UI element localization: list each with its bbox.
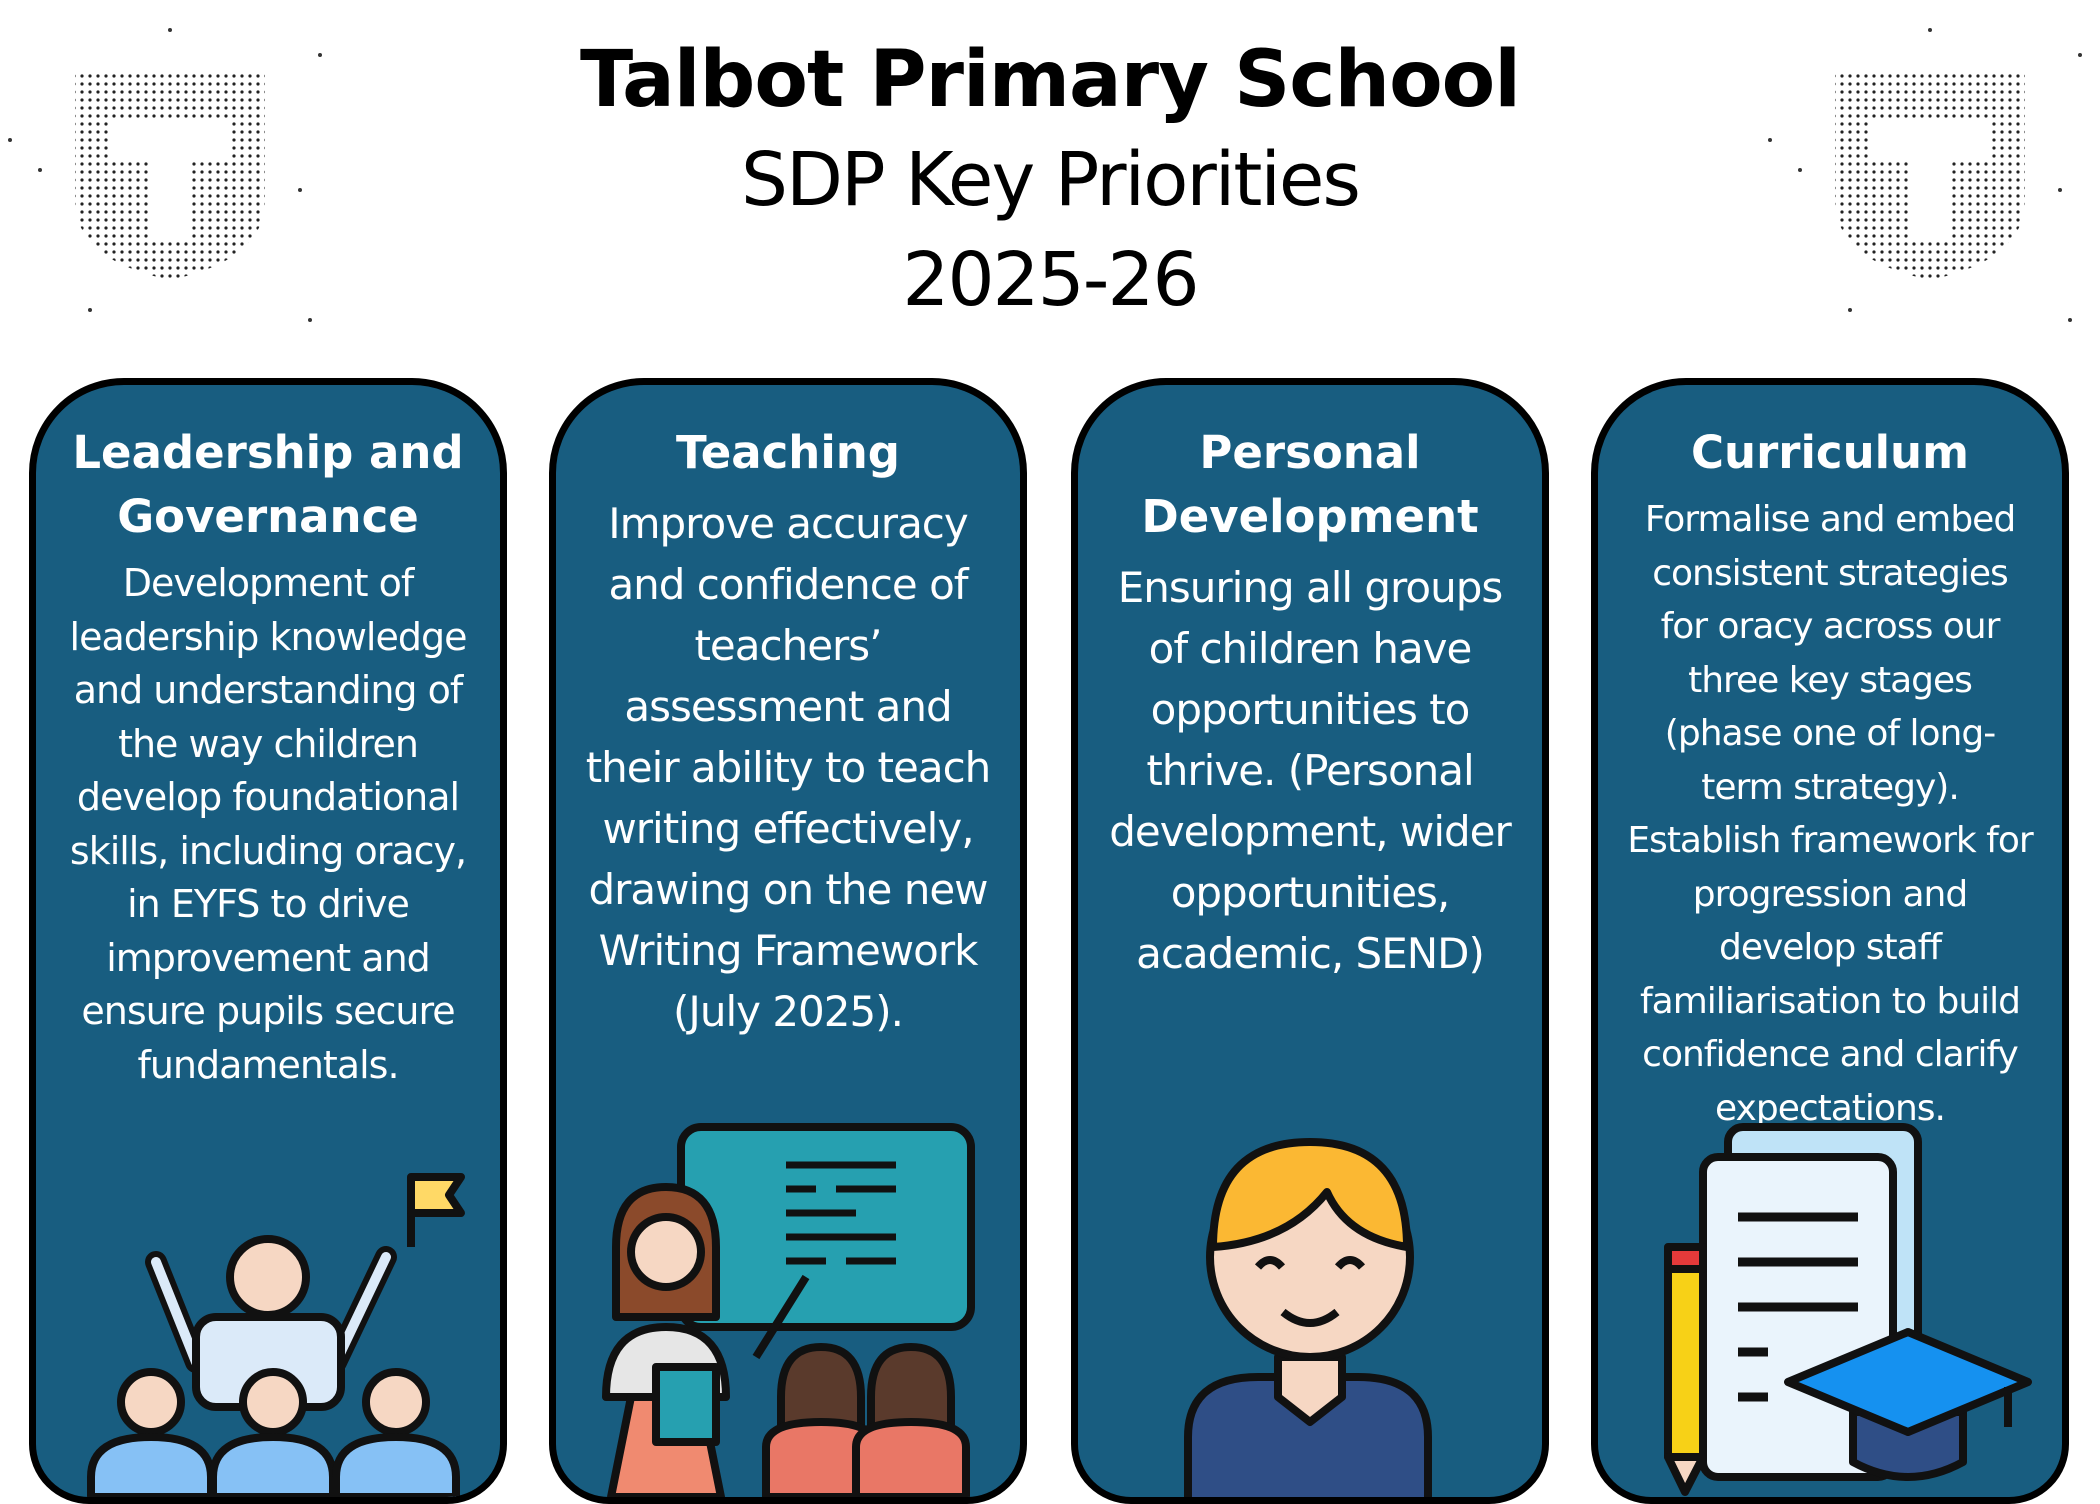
- priority-card-personal-development: Personal Development Ensuring all groups…: [1071, 378, 1549, 1504]
- page-header: Talbot Primary School SDP Key Priorities…: [0, 30, 2100, 330]
- card-body: Ensuring all groups of children have opp…: [1109, 563, 1512, 978]
- card-body: Development of leadership knowledge and …: [69, 561, 468, 1087]
- card-title: Curriculum: [1691, 426, 1969, 479]
- card-body: Improve accuracy and confidence of teach…: [585, 499, 992, 1036]
- page-title: SDP Key Priorities: [740, 137, 1361, 223]
- priority-card-leadership: Leadership and Governance Development of…: [29, 378, 507, 1504]
- leader-group-icon: [87, 1173, 465, 1497]
- school-year: 2025-26: [902, 237, 1199, 323]
- card-title: Teaching: [676, 426, 900, 479]
- priority-card-curriculum: Curriculum Formalise and embed consisten…: [1591, 378, 2069, 1504]
- school-logo-icon: [1768, 28, 2082, 322]
- card-body: Formalise and embed consistent strategie…: [1627, 499, 2033, 1129]
- teacher-board-icon: [602, 1123, 975, 1497]
- card-title: Personal Development: [1141, 426, 1479, 543]
- school-name: Talbot Primary School: [580, 35, 1521, 125]
- school-logo-icon: [8, 28, 322, 322]
- priority-card-teaching: Teaching Improve accuracy and confidence…: [549, 378, 1027, 1504]
- child-icon: [1184, 1138, 1432, 1497]
- card-title: Leadership and Governance: [72, 426, 464, 543]
- curriculum-documents-icon: [1664, 1123, 2032, 1496]
